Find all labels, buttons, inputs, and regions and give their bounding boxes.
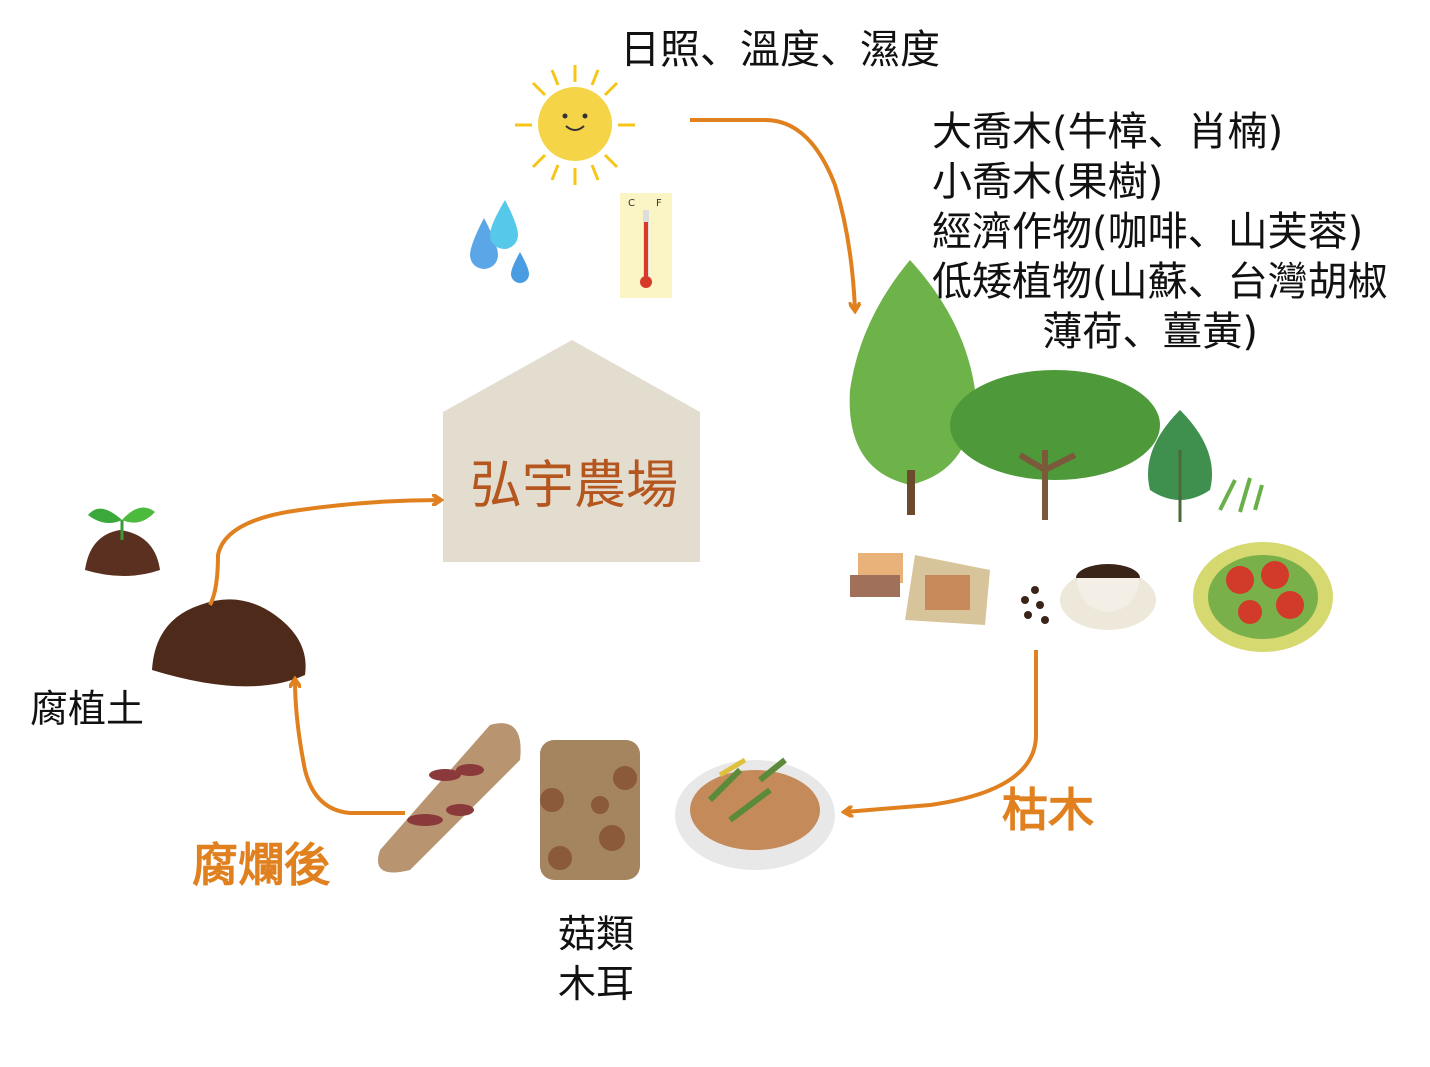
plant-item: 大喬木(牛樟、肖楠)	[932, 109, 1284, 155]
dead-wood-label: 枯木	[1002, 783, 1094, 837]
farm-house	[443, 340, 700, 562]
products-illustration	[850, 542, 1333, 652]
plant-item: 小喬木(果樹)	[932, 159, 1164, 205]
humus-soil-illustration	[152, 599, 306, 687]
compost-plate-illustration	[675, 757, 835, 870]
water-drops-icon	[470, 200, 529, 283]
fungi-label: 菇類	[558, 912, 635, 956]
plant-list: 大喬木(牛樟、肖楠) 小喬木(果樹) 經濟作物(咖啡、山芙蓉) 低矮植物(山蘇、…	[932, 112, 1388, 362]
wood-ear-label: 木耳	[558, 962, 635, 1006]
decaying-log-illustration	[378, 723, 521, 873]
arrow-sun-to-trees	[690, 118, 855, 310]
environment-title: 日照、溫度、濕度	[620, 27, 940, 73]
thermometer-icon	[620, 193, 672, 298]
arrow-soil-to-farm	[208, 500, 440, 606]
seedling-icon	[85, 507, 160, 576]
sun-icon	[515, 65, 635, 185]
farm-label: 弘宇農場	[470, 456, 679, 516]
trees-illustration	[849, 260, 1264, 522]
arrow-products-to-deadwood	[845, 650, 1038, 812]
arrow-log-to-soil	[295, 680, 405, 815]
mushroom-wood-illustration	[540, 740, 640, 880]
cycle-arrows	[208, 118, 1038, 815]
plant-item: 薄荷、薑黃)	[928, 309, 1259, 355]
decay-label: 腐爛後	[192, 838, 330, 892]
plant-item: 低矮植物(山蘇、台灣胡椒	[932, 259, 1388, 305]
thermometer-c-label: C	[628, 198, 635, 209]
plant-item: 經濟作物(咖啡、山芙蓉)	[932, 209, 1364, 255]
thermometer-f-label: F	[656, 198, 662, 209]
humus-label: 腐植土	[30, 687, 145, 731]
